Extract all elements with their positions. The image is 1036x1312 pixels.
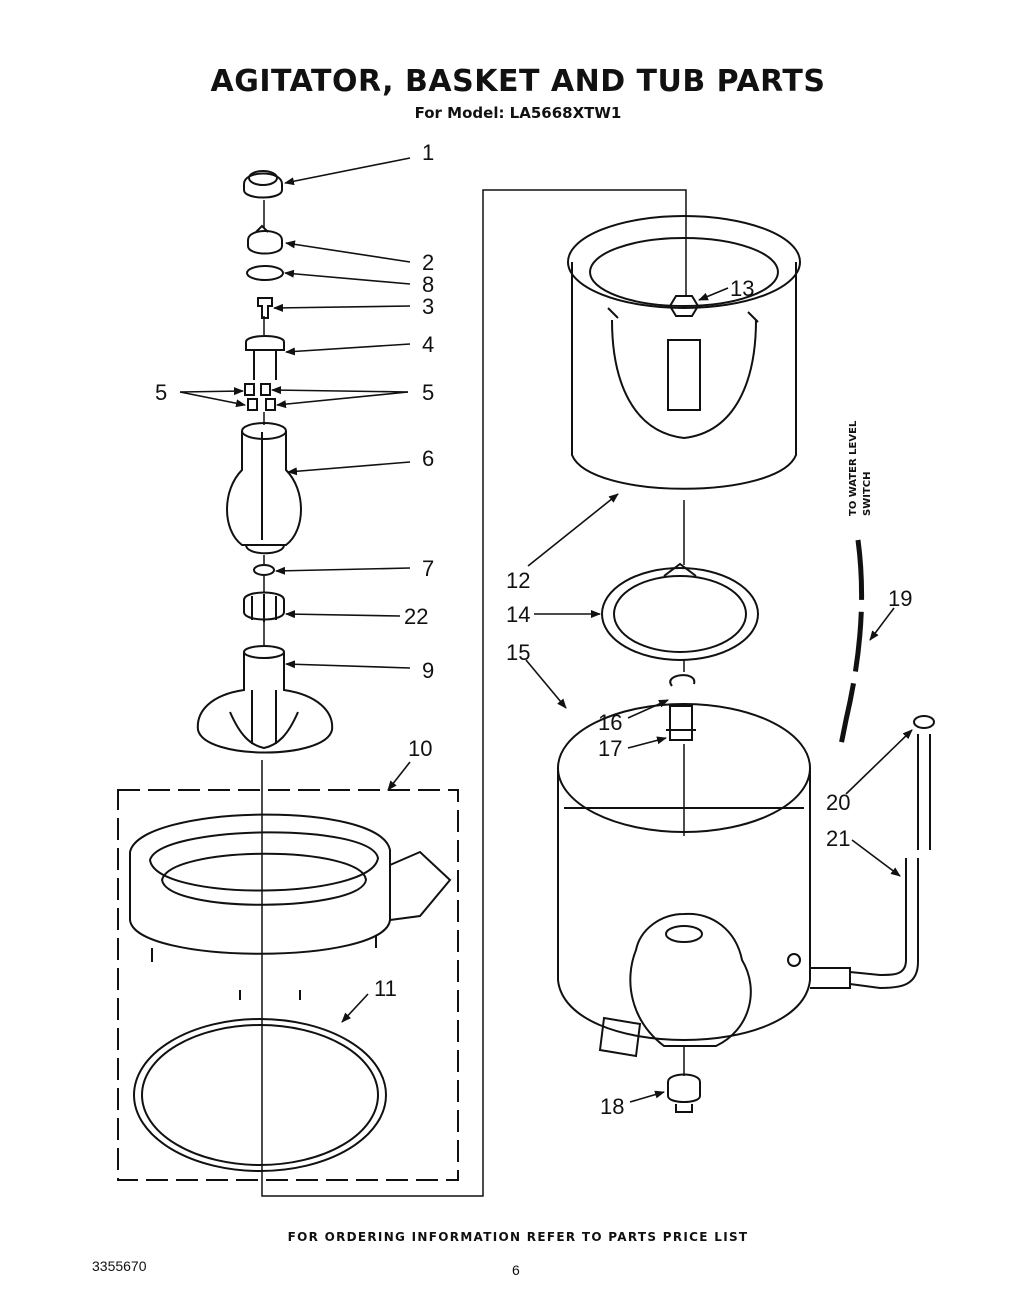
part-10-11-dashed-frame: [117, 789, 459, 1181]
callout-2: 2: [422, 250, 434, 275]
callout-12: 12: [506, 568, 530, 593]
callout-1: 1: [422, 140, 434, 165]
leader-5-right-b: [276, 391, 409, 409]
leader-3: [273, 303, 411, 312]
part-19-water-level-hose: [837, 539, 865, 751]
part-11-seal: [133, 1018, 387, 1172]
part-20-clamp: [913, 715, 935, 729]
leader-4: [285, 343, 411, 356]
leader-20: [845, 729, 913, 795]
callout-19: 19: [888, 586, 912, 611]
part-8-ring: [246, 265, 284, 281]
part-5-dogs: [244, 383, 276, 411]
callout-7: 7: [422, 556, 434, 581]
leader-11: [341, 993, 369, 1023]
part-12-basket: [567, 215, 801, 490]
leader-2: [285, 240, 411, 263]
callout-13: 13: [730, 276, 754, 301]
document-number: 3355670: [92, 1258, 147, 1274]
callout-18: 18: [600, 1094, 624, 1119]
callout-4: 4: [422, 332, 434, 357]
part-22-clutch: [243, 591, 285, 622]
leader-17: [627, 736, 667, 749]
callout-9: 9: [422, 658, 434, 683]
leader-6: [287, 461, 411, 476]
callout-5-right: 5: [422, 380, 434, 405]
part-3-stud: [257, 297, 273, 319]
leader-22: [285, 610, 401, 619]
leader-18: [629, 1090, 665, 1103]
leader-1: [284, 157, 411, 186]
leader-10: [387, 761, 411, 791]
callout-11: 11: [374, 976, 397, 1001]
callout-16: 16: [598, 710, 622, 735]
callout-5-left: 5: [155, 380, 167, 405]
leader-7: [275, 566, 411, 575]
callout-15: 15: [506, 640, 530, 665]
leader-5-left-b: [179, 391, 246, 408]
part-18-drain-plug: [667, 1073, 701, 1113]
leader-9: [285, 660, 411, 669]
leader-21: [851, 839, 901, 877]
callout-3: 3: [422, 294, 434, 319]
callout-10: 10: [408, 736, 432, 761]
part-21-hose: [810, 734, 931, 990]
leader-13: [698, 287, 729, 301]
leader-8: [284, 269, 411, 285]
part-13-nut: [668, 295, 700, 317]
part-2-cam: [247, 224, 283, 255]
part-9-agitator-base: [196, 645, 334, 754]
callout-6: 6: [422, 446, 434, 471]
leader-5-right-a: [271, 386, 409, 395]
page-title: AGITATOR, BASKET AND TUB PARTS: [210, 64, 826, 99]
assembly-center-lines: [261, 189, 687, 1197]
part-6-agitator-barrel: [226, 422, 302, 555]
callout-8: 8: [422, 272, 434, 297]
part-1-agitator-cap: [243, 170, 283, 199]
leader-5-left-a: [179, 387, 244, 396]
leader-16: [627, 699, 669, 719]
water-level-switch-note: TO WATER LEVEL SWITCH: [848, 420, 873, 516]
leader-15: [525, 659, 567, 709]
note-line-1: TO WATER LEVEL: [848, 420, 859, 516]
callout-20: 20: [826, 790, 850, 815]
callout-21: 21: [826, 826, 850, 851]
callout-22: 22: [404, 604, 428, 629]
page-number: 6: [512, 1262, 520, 1278]
note-line-2: SWITCH: [862, 472, 873, 516]
part-17-spanner: [666, 705, 696, 741]
leader-19: [869, 607, 895, 641]
leader-12: [527, 493, 619, 567]
part-16-snap-ring: [669, 674, 696, 687]
callout-14: 14: [506, 602, 530, 627]
model-subtitle: For Model: LA5668XTW1: [414, 104, 622, 122]
part-4-retainer: [245, 335, 285, 380]
part-10-tub-ring: [129, 813, 452, 1000]
ordering-info: FOR ORDERING INFORMATION REFER TO PARTS …: [287, 1230, 749, 1244]
part-14-hub-plate: [601, 562, 759, 661]
callout-17: 17: [598, 736, 622, 761]
part-7-ring: [253, 564, 275, 576]
